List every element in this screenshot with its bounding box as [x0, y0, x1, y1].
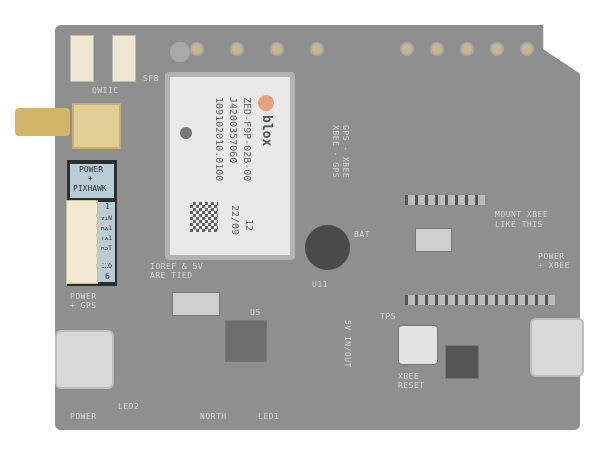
u5-label: U5 [250, 308, 261, 317]
pad [430, 42, 444, 56]
sfb-label: SFB [143, 74, 159, 83]
xbee-reset-button[interactable] [398, 325, 438, 365]
pad [490, 42, 504, 56]
ic-chip [445, 345, 479, 379]
qwiic-label: QWIIC [92, 86, 119, 95]
connector-pin [96, 244, 108, 247]
qwiic-connector-2 [112, 35, 136, 82]
power-label: POWER [70, 412, 97, 421]
pin-tx1: TX1 [101, 235, 112, 242]
gps-code: 109102010.0100 [213, 97, 224, 182]
usb-c-port-gps [55, 330, 114, 389]
battery [305, 225, 350, 270]
pixhawk-title-line1: POWER [79, 165, 104, 174]
pixhawk-title-plus: + [88, 174, 93, 183]
pin-last-number: 6 [105, 272, 110, 281]
gps-part-number: ZED-F9P-02B-00 [241, 97, 252, 182]
xbee-switch [415, 228, 452, 252]
gps-serial: J4200357060 [227, 97, 238, 164]
gps-module: blox ZED-F9P-02B-00 J4200357060 10910201… [165, 72, 295, 260]
ioref-label: IOREF & 5V ARE TIED [150, 262, 204, 280]
pad [270, 42, 284, 56]
pad [520, 42, 534, 56]
connector-pin [96, 214, 108, 217]
datamatrix-code [190, 202, 218, 232]
xbee-header-top [405, 195, 485, 205]
connector-pin [96, 224, 108, 227]
slide-switch [172, 292, 220, 316]
ublox-logo-icon [258, 95, 274, 111]
mount-hole [170, 42, 190, 62]
gps-brand: blox [259, 115, 274, 147]
pad [460, 42, 474, 56]
connector-pin [96, 234, 108, 237]
pin-rst: RST [101, 245, 112, 252]
mount-xbee-label: MOUNT XBEE LIKE THIS [495, 210, 549, 229]
pin-first-number: 1 [105, 202, 110, 211]
pixhawk-title-line2: PIXHAWK [73, 184, 107, 193]
power-gps-label: POWER + GPS [70, 292, 97, 310]
pin1-dot [180, 127, 192, 139]
regulator-u5 [225, 320, 267, 362]
xbee-reset-label: XBEE RESET [398, 372, 425, 390]
sma-base [72, 103, 121, 149]
gps-date: 22/09 [229, 205, 240, 236]
connector-pin [96, 254, 108, 257]
vin-out-label: 5V IN/OUT [343, 320, 352, 368]
pad [190, 42, 204, 56]
pad [230, 42, 244, 56]
usb-c-port-xbee [530, 318, 584, 377]
pad [310, 42, 324, 56]
gps-rev: 12 [243, 219, 254, 232]
u11-label: U11 [312, 280, 328, 289]
led1-label: LED1 [258, 412, 280, 421]
pin-label-strip [97, 202, 115, 282]
xbee-gps-label: XBEE - GPS [331, 125, 340, 179]
north-label: NORTH [200, 412, 227, 421]
qwiic-connector-1 [70, 35, 94, 82]
pin-vin: VIN [101, 215, 112, 222]
sma-connector [15, 108, 70, 136]
led2-label: LED2 [118, 402, 140, 411]
gps-xbee-label: GPS - XBEE [341, 125, 350, 179]
pixhawk-label-box [70, 164, 114, 198]
tps-label: TPS [380, 312, 396, 321]
bat-label: BAT [354, 230, 370, 239]
power-xbee-label: POWER + XBEE [538, 252, 570, 270]
connector-pin [96, 264, 108, 267]
pad [400, 42, 414, 56]
xbee-header-bottom [405, 295, 555, 305]
pixhawk-jst-connector [66, 200, 98, 284]
pin-rx1: RX1 [101, 225, 112, 232]
